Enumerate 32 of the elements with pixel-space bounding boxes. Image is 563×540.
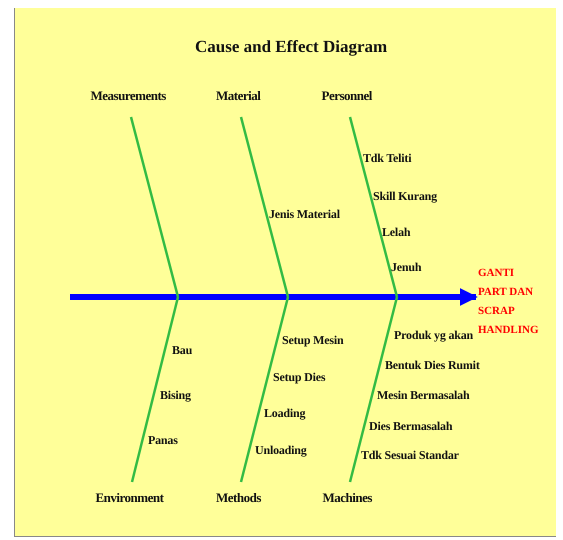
cause-label: Panas xyxy=(148,434,178,446)
bone-line xyxy=(130,296,180,482)
bone-line xyxy=(348,296,398,482)
cause-label: Dies Bermasalah xyxy=(369,420,452,432)
cause-label: Bentuk Dies Rumit xyxy=(385,359,480,371)
cause-label: Mesin Bermasalah xyxy=(377,389,470,401)
bone-line xyxy=(240,296,290,482)
category-label: Measurements xyxy=(90,88,166,102)
cause-label: Loading xyxy=(264,407,306,419)
cause-label: Unloading xyxy=(255,444,307,456)
cause-label: Tdk Teliti xyxy=(363,152,412,164)
cause-label: Skill Kurang xyxy=(373,190,437,202)
cause-label: Bau xyxy=(172,344,192,356)
bone-line xyxy=(240,116,290,298)
category-label: Methods xyxy=(216,490,261,504)
cause-label: Jenuh xyxy=(391,261,422,273)
category-label: Machines xyxy=(322,490,372,504)
cause-label: Lelah xyxy=(382,226,410,238)
effect-label: GANTI PART DAN SCRAP HANDLING xyxy=(478,264,538,340)
cause-label: Setup Mesin xyxy=(282,334,344,346)
spine-arrow xyxy=(70,288,478,306)
bone-line xyxy=(130,116,180,298)
cause-label: Produk yg akan xyxy=(394,329,474,341)
category-label: Personnel xyxy=(322,88,372,102)
bone-line xyxy=(348,116,398,298)
cause-label: Tdk Sesuai Standar xyxy=(361,449,459,461)
category-label: Material xyxy=(216,88,260,102)
cause-label: Bising xyxy=(160,389,191,401)
cause-label: Jenis Material xyxy=(269,208,340,220)
diagram-title: Cause and Effect Diagram xyxy=(195,38,388,54)
cause-label: Setup Dies xyxy=(273,371,326,383)
category-label: Environment xyxy=(96,490,164,504)
